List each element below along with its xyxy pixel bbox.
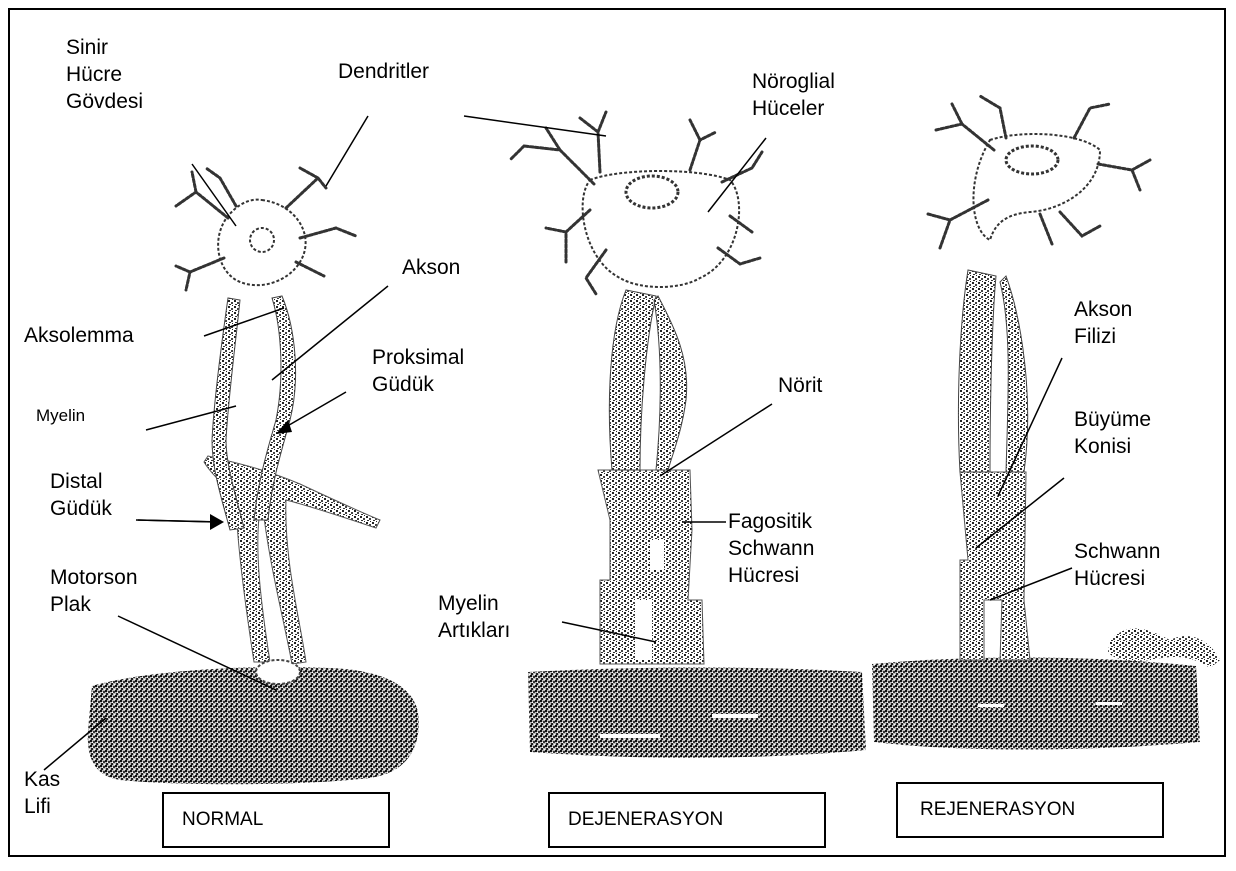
panel-label-regeneration: REJENERASYON [896,782,1164,838]
label-motor-plate: Motorson Plak [50,564,138,618]
label-muscle-fiber: Kas Lifi [24,766,60,820]
degen-myelin-left [609,290,656,470]
degen-nucleus [626,176,678,208]
regen-myelin-left [958,270,996,472]
label-growth-cone: Büyüme Konisi [1074,406,1151,460]
normal-neuron [88,168,419,784]
label-axon: Akson [402,254,460,281]
label-schwann-cell: Schwann Hücresi [1074,538,1160,592]
regen-muscle-fiber [872,658,1200,750]
arrow-distal [138,514,224,530]
label-axolemma: Aksolemma [24,322,134,349]
normal-nucleus [250,228,274,252]
label-neuroglial: Nöroglial Hüceler [752,68,835,122]
panel-label-normal: NORMAL [162,792,390,848]
regen-nucleus [1006,146,1058,174]
label-cell-body: Sinir Hücre Gövdesi [66,34,143,115]
label-distal-stump: Distal Güdük [50,468,112,522]
label-myelin: Myelin [36,402,85,429]
label-neurite: Nörit [778,372,822,399]
label-myelin-debris: Myelin Artıkları [438,590,510,644]
degeneration-neuron [510,112,866,758]
label-dendrites: Dendritler [338,58,429,85]
label-proximal-stump: Proksimal Güdük [372,344,464,398]
regen-distal-tube [960,472,1030,660]
label-phagocytic-schwann: Fagositik Schwann Hücresi [728,508,814,589]
regeneration-neuron [872,96,1220,750]
label-axon-sprout: Akson Filizi [1074,296,1132,350]
normal-muscle-fiber [88,667,419,784]
degen-muscle-fiber [528,668,866,758]
panel-label-degeneration: DEJENERASYON [548,792,826,848]
degen-myelin-right [654,296,687,470]
